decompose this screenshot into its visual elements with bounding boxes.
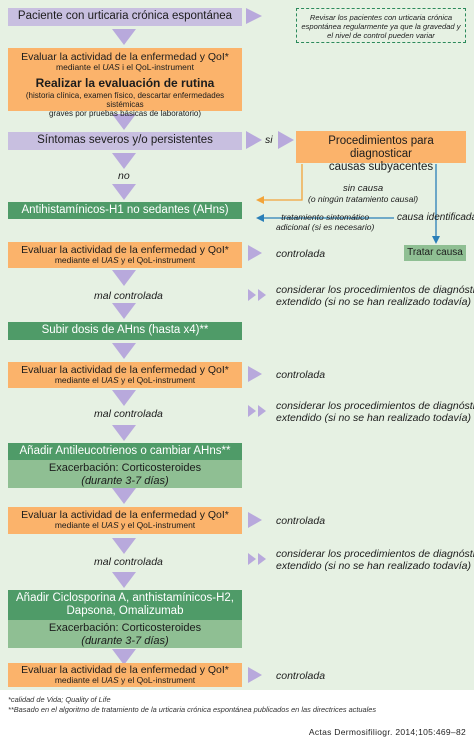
anadir-ciclosporina-line1: Añadir Ciclosporina A, anthistamínicos-H…: [16, 592, 234, 604]
eval-routine-line2: mediante el UAS i el QoL-instrument: [56, 62, 194, 73]
exacerbacion-box-2: Exacerbación: Corticosteroides (durante …: [8, 620, 242, 648]
down-arrow-7: [112, 343, 136, 359]
anadir-ciclosporina-line2: Dapsona, Omalizumab: [66, 605, 184, 618]
right-arrows: [246, 8, 294, 683]
footnote-1: *calidad de Vida; Quality of Life: [8, 695, 111, 704]
routine-detail-2: graves por pruebas básicas de laboratori…: [48, 109, 202, 118]
sin-causa-label: sin causa (o ningún tratamiento causal): [308, 183, 419, 204]
right-arrow-considerar-2a: [248, 405, 256, 417]
causa-identificada-label: causa identificada: [397, 212, 474, 223]
controlada-4: controlada: [276, 670, 326, 682]
right-arrow-start: [246, 8, 262, 24]
controlada-2: controlada: [276, 369, 326, 381]
symptoms-label: Síntomas severos y/o persistentes: [37, 134, 213, 146]
right-arrow-considerar-2b: [258, 405, 266, 417]
right-arrow-symptoms: [246, 131, 262, 149]
footnote-2: **Basado en el algoritmo de tratamiento …: [8, 705, 377, 714]
eval-2-line2: mediante el UAS y el QoL-instrument: [54, 375, 196, 386]
exacerbacion-2-line2: (durante 3-7 días): [81, 634, 169, 647]
exacerbacion-1-line1: Exacerbación: Corticosteroides: [48, 462, 202, 474]
eval-4-line2: mediante el UAS y el QoL-instrument: [54, 675, 196, 686]
eval-3-line2: mediante el UAS y el QoL-instrument: [54, 520, 196, 531]
subir-dosis-label: Subir dosis de AHns (hasta x4)**: [41, 324, 209, 336]
eval-1-line1: Evaluar la actividad de la enfermedad y …: [21, 244, 229, 256]
right-arrow-controlada-1: [248, 245, 262, 261]
considerar-2: considerar los procedimientos de diagnós…: [276, 400, 474, 425]
right-arrow-controlada-3: [248, 512, 262, 528]
controlada-1: controlada: [276, 248, 326, 260]
eval-2-line1: Evaluar la actividad de la enfermedad y …: [21, 364, 229, 376]
down-arrow-8: [112, 390, 136, 406]
anadir-ciclosporina-box: Añadir Ciclosporina A, anthistamínicos-H…: [8, 590, 242, 620]
anadir-antileucotrienos-box: Añadir Antileucotrienos o cambiar AHns**: [8, 443, 242, 460]
symptoms-box: Síntomas severos y/o persistentes: [8, 132, 242, 150]
exacerbacion-1-line2: (durante 3-7 días): [81, 474, 169, 487]
exacerbacion-box-1: Exacerbación: Corticosteroides (durante …: [8, 460, 242, 488]
considerar-3: considerar los procedimientos de diagnós…: [276, 548, 474, 573]
si-label: si: [265, 134, 273, 146]
controlada-3: controlada: [276, 515, 326, 527]
down-arrow-6: [112, 303, 136, 319]
sin-causa-arrowhead: [256, 196, 264, 204]
eval-box-2: Evaluar la actividad de la enfermedad y …: [8, 362, 242, 388]
eval-3-line1: Evaluar la actividad de la enfermedad y …: [21, 509, 229, 521]
tratar-causa-box: Tratar causa: [404, 245, 466, 261]
down-arrow-10: [112, 488, 136, 504]
exacerbacion-2-line1: Exacerbación: Corticosteroides: [48, 622, 202, 634]
eval-1-line2: mediante el UAS y el QoL-instrument: [54, 255, 196, 266]
procedures-box: Procedimientos para diagnosticar causas …: [296, 131, 466, 173]
eval-box-4: Evaluar la actividad de la enfermedad y …: [8, 663, 242, 687]
right-arrow-considerar-1a: [248, 289, 256, 301]
considerar-1: considerar los procedimientos de diagnós…: [276, 284, 474, 309]
right-arrow-considerar-1b: [258, 289, 266, 301]
routine-detail-1: (historia clínica, examen físico, descar…: [25, 90, 225, 109]
mal-controlada-3: mal controlada: [94, 556, 163, 568]
procedures-line1: Procedimientos para diagnosticar: [328, 135, 434, 161]
review-note: Revisar los pacientes con urticaria crón…: [296, 8, 466, 43]
tratamiento-label: tratamiento sintomático adicional (si es…: [276, 212, 375, 232]
anadir-antileucotrienos-label: Añadir Antileucotrienos o cambiar AHns**: [19, 445, 231, 457]
tratamiento-arrowhead: [256, 214, 264, 222]
down-arrow-9: [112, 425, 136, 441]
right-arrow-controlada-4: [248, 667, 262, 683]
down-arrow-2: [112, 114, 136, 130]
eval-box-3: Evaluar la actividad de la enfermedad y …: [8, 507, 242, 534]
eval-box-1: Evaluar la actividad de la enfermedad y …: [8, 242, 242, 268]
start-label: Paciente con urticaria crónica espontáne…: [17, 10, 233, 22]
right-arrow-symptoms-2: [278, 131, 294, 149]
down-arrow-3: [112, 153, 136, 169]
right-arrow-controlada-2: [248, 366, 262, 382]
no-label: no: [118, 170, 130, 182]
procedures-line2: causas subyacentes: [328, 161, 434, 174]
routine-title: Realizar la evaluación de rutina: [35, 75, 215, 90]
subir-dosis-box: Subir dosis de AHns (hasta x4)**: [8, 322, 242, 340]
diagram-panel: [0, 0, 474, 690]
right-arrow-considerar-3a: [248, 553, 256, 565]
eval-routine-box: Evaluar la actividad de la enfermedad y …: [8, 48, 242, 118]
down-arrow-13: [112, 649, 136, 665]
mal-controlada-2: mal controlada: [94, 408, 163, 420]
antihistaminicos-box: Antihistamínicos-H1 no sedantes (AHns): [8, 202, 242, 219]
right-arrow-considerar-3b: [258, 553, 266, 565]
start-box: Paciente con urticaria crónica espontáne…: [8, 8, 242, 26]
down-arrow-4: [112, 184, 136, 200]
down-arrow-11: [112, 538, 136, 554]
mal-controlada-1: mal controlada: [94, 290, 163, 302]
tratar-causa-label: Tratar causa: [407, 247, 463, 258]
antihistaminicos-label: Antihistamínicos-H1 no sedantes (AHns): [21, 204, 229, 216]
eval-routine-line1: Evaluar la actividad de la enfermedad y …: [21, 51, 229, 63]
down-arrow-12: [112, 572, 136, 588]
journal-citation: Actas Dermosifiliogr. 2014;105:469–82: [308, 727, 466, 737]
sin-causa-connector: [262, 164, 303, 201]
eval-4-line1: Evaluar la actividad de la enfermedad y …: [21, 664, 229, 676]
down-arrows: [112, 29, 136, 665]
down-arrow-5: [112, 270, 136, 286]
causa-arrowhead: [432, 236, 440, 244]
down-arrow-1: [112, 29, 136, 45]
